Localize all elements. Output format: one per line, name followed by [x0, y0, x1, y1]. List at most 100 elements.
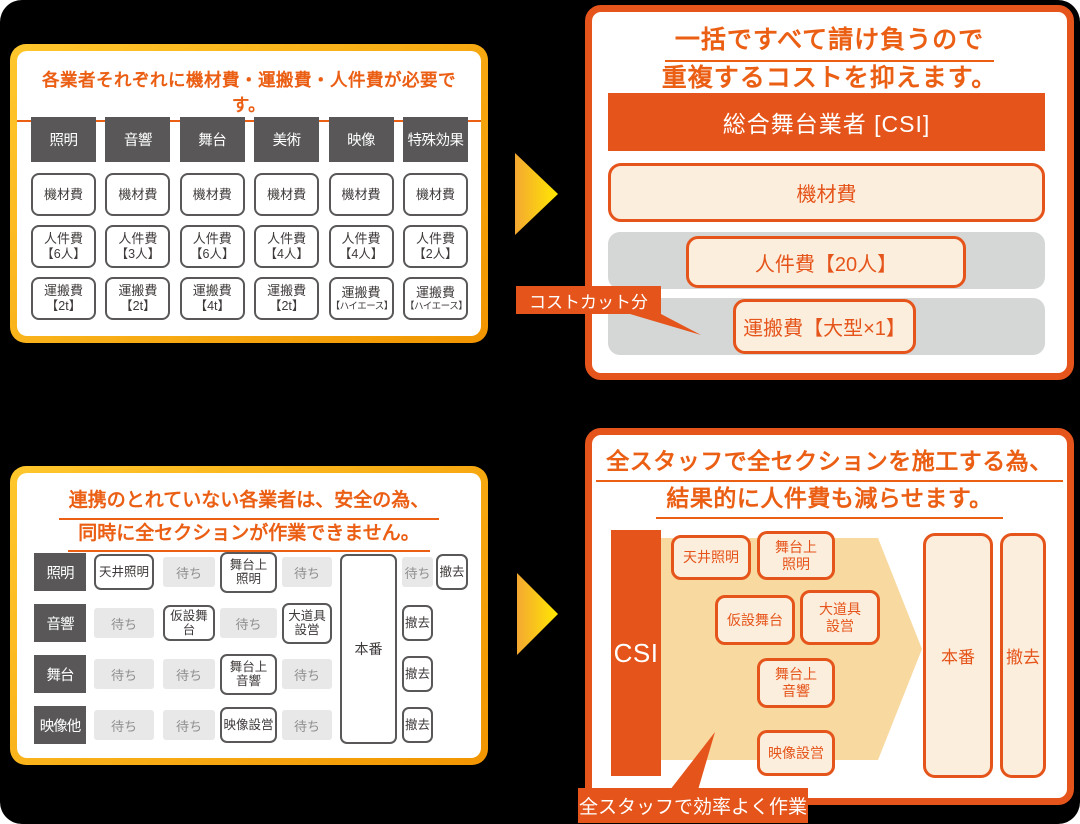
task-box: 天井照明 — [671, 535, 751, 580]
equipment-cost-cell: 機材費 — [402, 173, 468, 216]
schedule-unified-heading-line2: 結果的に人件費も減らせます。 — [656, 482, 1003, 520]
labor-cost-detail: 【4人】 — [264, 246, 309, 261]
labor-cost-detail: 【4人】 — [338, 246, 384, 261]
transport-cost-name: 運搬費 — [415, 285, 455, 300]
schedule-row-label: 音響 — [34, 604, 86, 642]
vendor-column: 美術機材費人件費【4人】運搬費【2t】 — [254, 117, 320, 329]
task-box: 大道具 設営 — [800, 590, 880, 645]
schedule-row-label: 映像他 — [34, 706, 86, 744]
schedule-row-label: 照明 — [34, 553, 86, 591]
labor-cost-cell: 人件費【4人】 — [254, 225, 320, 268]
schedule-unified-heading-line1: 全スタッフで全セクションを施工する為、 — [596, 445, 1063, 483]
costcut-callout: コストカット分 — [516, 286, 661, 314]
schedule-cell-wait: 待ち — [163, 557, 215, 587]
vendor-column-header: 美術 — [254, 117, 320, 162]
schedule-cell-task: 撤去 — [402, 707, 433, 743]
transport-cost-name: 運搬費 — [341, 285, 381, 300]
task-box: 仮設舞台 — [715, 595, 795, 645]
flow-arrow-icon — [517, 573, 558, 655]
labor-cost-name: 人件費 — [43, 231, 83, 247]
vendor-column-header: 照明 — [31, 117, 96, 162]
equipment-cost-cell: 機材費 — [254, 173, 320, 216]
transport-cost-cell: 運搬費【2t】 — [31, 277, 96, 320]
vendor-cost-grid: 照明機材費人件費【6人】運搬費【2t】音響機材費人件費【3人】運搬費【2t】舞台… — [31, 117, 468, 329]
flow-arrow-icon — [515, 153, 558, 235]
transport-cost-detail: 【2t】 — [268, 298, 305, 313]
schedule-cell-task: 舞台上 音響 — [220, 653, 277, 695]
panel-schedule-separate-body: 連携のとれていない各業者は、安全の為、 同時に全セクションが作業できません。 本… — [17, 473, 481, 758]
vendor-column-header: 音響 — [105, 117, 171, 162]
transport-cost-box: 運搬費【大型×1】 — [733, 299, 916, 354]
transport-cost-cell: 運搬費【4t】 — [179, 277, 245, 320]
schedule-cell-wait: 待ち — [94, 659, 154, 689]
schedule-cell-wait: 待ち — [282, 710, 332, 740]
separate-costs-heading: 各業者それぞれに機材費・運搬費・人件費が必要です。 — [17, 67, 481, 122]
labor-cost-name: 人件費 — [415, 231, 455, 247]
schedule-separate-heading: 連携のとれていない各業者は、安全の為、 同時に全セクションが作業できません。 — [17, 487, 481, 553]
vendor-column: 映像機材費人件費【4人】運搬費【ハイエース】 — [328, 117, 394, 329]
vendor-column: 舞台機材費人件費【6人】運搬費【4t】 — [179, 117, 245, 329]
labor-cost-name: 人件費 — [118, 231, 158, 247]
labor-cost-box: 人件費【20人】 — [686, 236, 966, 288]
csi-bar: CSI — [611, 530, 661, 776]
panel-schedule-unified: 全スタッフで全セクションを施工する為、 結果的に人件費も減らせます。 CSI 天… — [585, 428, 1074, 805]
equipment-cost-cell: 機材費 — [105, 173, 171, 216]
schedule-cell-task: 舞台上 照明 — [220, 551, 277, 593]
show-box: 本番 — [340, 554, 397, 744]
panel-separate-costs-body: 各業者それぞれに機材費・運搬費・人件費が必要です。 照明機材費人件費【6人】運搬… — [17, 51, 481, 336]
schedule-cell-wait: 待ち — [402, 557, 433, 587]
labor-cost-name: 人件費 — [267, 231, 307, 247]
schedule-grid: 本番 照明天井照明待ち舞台上 照明待ち待ち撤去音響待ち仮設舞台待ち大道具 設営撤… — [17, 473, 481, 758]
labor-cost-detail: 【3人】 — [115, 246, 161, 261]
staff-callout-tail — [670, 732, 715, 790]
schedule-cell-task: 仮設舞台 — [163, 605, 215, 641]
vendor-column: 特殊効果機材費人件費【2人】運搬費【ハイエース】 — [402, 117, 468, 329]
company-bar: 総合舞台業者 [CSI] — [608, 93, 1045, 151]
schedule-cell-wait: 待ち — [94, 608, 154, 638]
costcut-callout-tail — [630, 314, 701, 335]
labor-cost-cell: 人件費【6人】 — [31, 225, 96, 268]
task-box: 映像設営 — [757, 730, 835, 776]
task-box: 舞台上 照明 — [757, 531, 835, 580]
staff-callout: 全スタッフで効率よく作業 — [578, 788, 808, 823]
schedule-cell-wait: 待ち — [94, 710, 154, 740]
labor-cost-cell: 人件費【2人】 — [402, 225, 468, 268]
schedule-separate-heading-line1: 連携のとれていない各業者は、安全の為、 — [58, 487, 440, 520]
labor-cost-name: 人件費 — [192, 231, 232, 247]
labor-cost-name: 人件費 — [341, 231, 381, 247]
transport-cost-detail: 【ハイエース】 — [330, 300, 394, 312]
vendor-column-header: 舞台 — [179, 117, 245, 162]
equipment-cost-cell: 機材費 — [31, 173, 96, 216]
transport-cost-detail: 【4t】 — [194, 298, 230, 313]
schedule-cell-wait: 待ち — [282, 557, 332, 587]
schedule-cell-wait: 待ち — [220, 608, 277, 638]
panel-schedule-separate: 連携のとれていない各業者は、安全の為、 同時に全セクションが作業できません。 本… — [10, 466, 488, 765]
schedule-cell-task: 撤去 — [436, 554, 468, 590]
vendor-column-header: 映像 — [328, 117, 394, 162]
task-box: 舞台上 音響 — [757, 658, 835, 708]
schedule-cell-task: 天井照明 — [94, 554, 154, 590]
labor-cost-cell: 人件費【4人】 — [328, 225, 394, 268]
transport-cost-cell: 運搬費【ハイエース】 — [328, 277, 394, 320]
panel-separate-costs: 各業者それぞれに機材費・運搬費・人件費が必要です。 照明機材費人件費【6人】運搬… — [10, 44, 488, 343]
transport-cost-cell: 運搬費【ハイエース】 — [402, 277, 468, 320]
schedule-cell-wait: 待ち — [163, 710, 215, 740]
schedule-unified-heading: 全スタッフで全セクションを施工する為、 結果的に人件費も減らせます。 — [592, 445, 1067, 520]
labor-cost-detail: 【6人】 — [190, 246, 235, 261]
schedule-cell-wait: 待ち — [282, 659, 332, 689]
transport-cost-detail: 【ハイエース】 — [404, 300, 468, 312]
equipment-cost-box: 機材費 — [608, 163, 1045, 222]
separate-costs-heading-text: 各業者それぞれに機材費・運搬費・人件費が必要です。 — [17, 67, 481, 122]
schedule-cell-task: 撤去 — [402, 656, 433, 692]
schedule-separate-heading-line2: 同時に全セクションが作業できません。 — [68, 520, 430, 553]
teardown-box-unified: 撤去 — [1000, 533, 1046, 778]
equipment-cost-cell: 機材費 — [179, 173, 245, 216]
vendor-column: 照明機材費人件費【6人】運搬費【2t】 — [31, 117, 96, 329]
show-box-unified: 本番 — [923, 533, 993, 778]
schedule-cell-task: 撤去 — [402, 605, 433, 641]
panel-bundled-costs: 一括ですべて請け負うので 重複するコストを抑えます。 総合舞台業者 [CSI] … — [585, 5, 1074, 380]
transport-cost-name: 運搬費 — [267, 283, 307, 299]
schedule-cell-task: 映像設営 — [220, 707, 277, 743]
equipment-cost-cell: 機材費 — [328, 173, 394, 216]
